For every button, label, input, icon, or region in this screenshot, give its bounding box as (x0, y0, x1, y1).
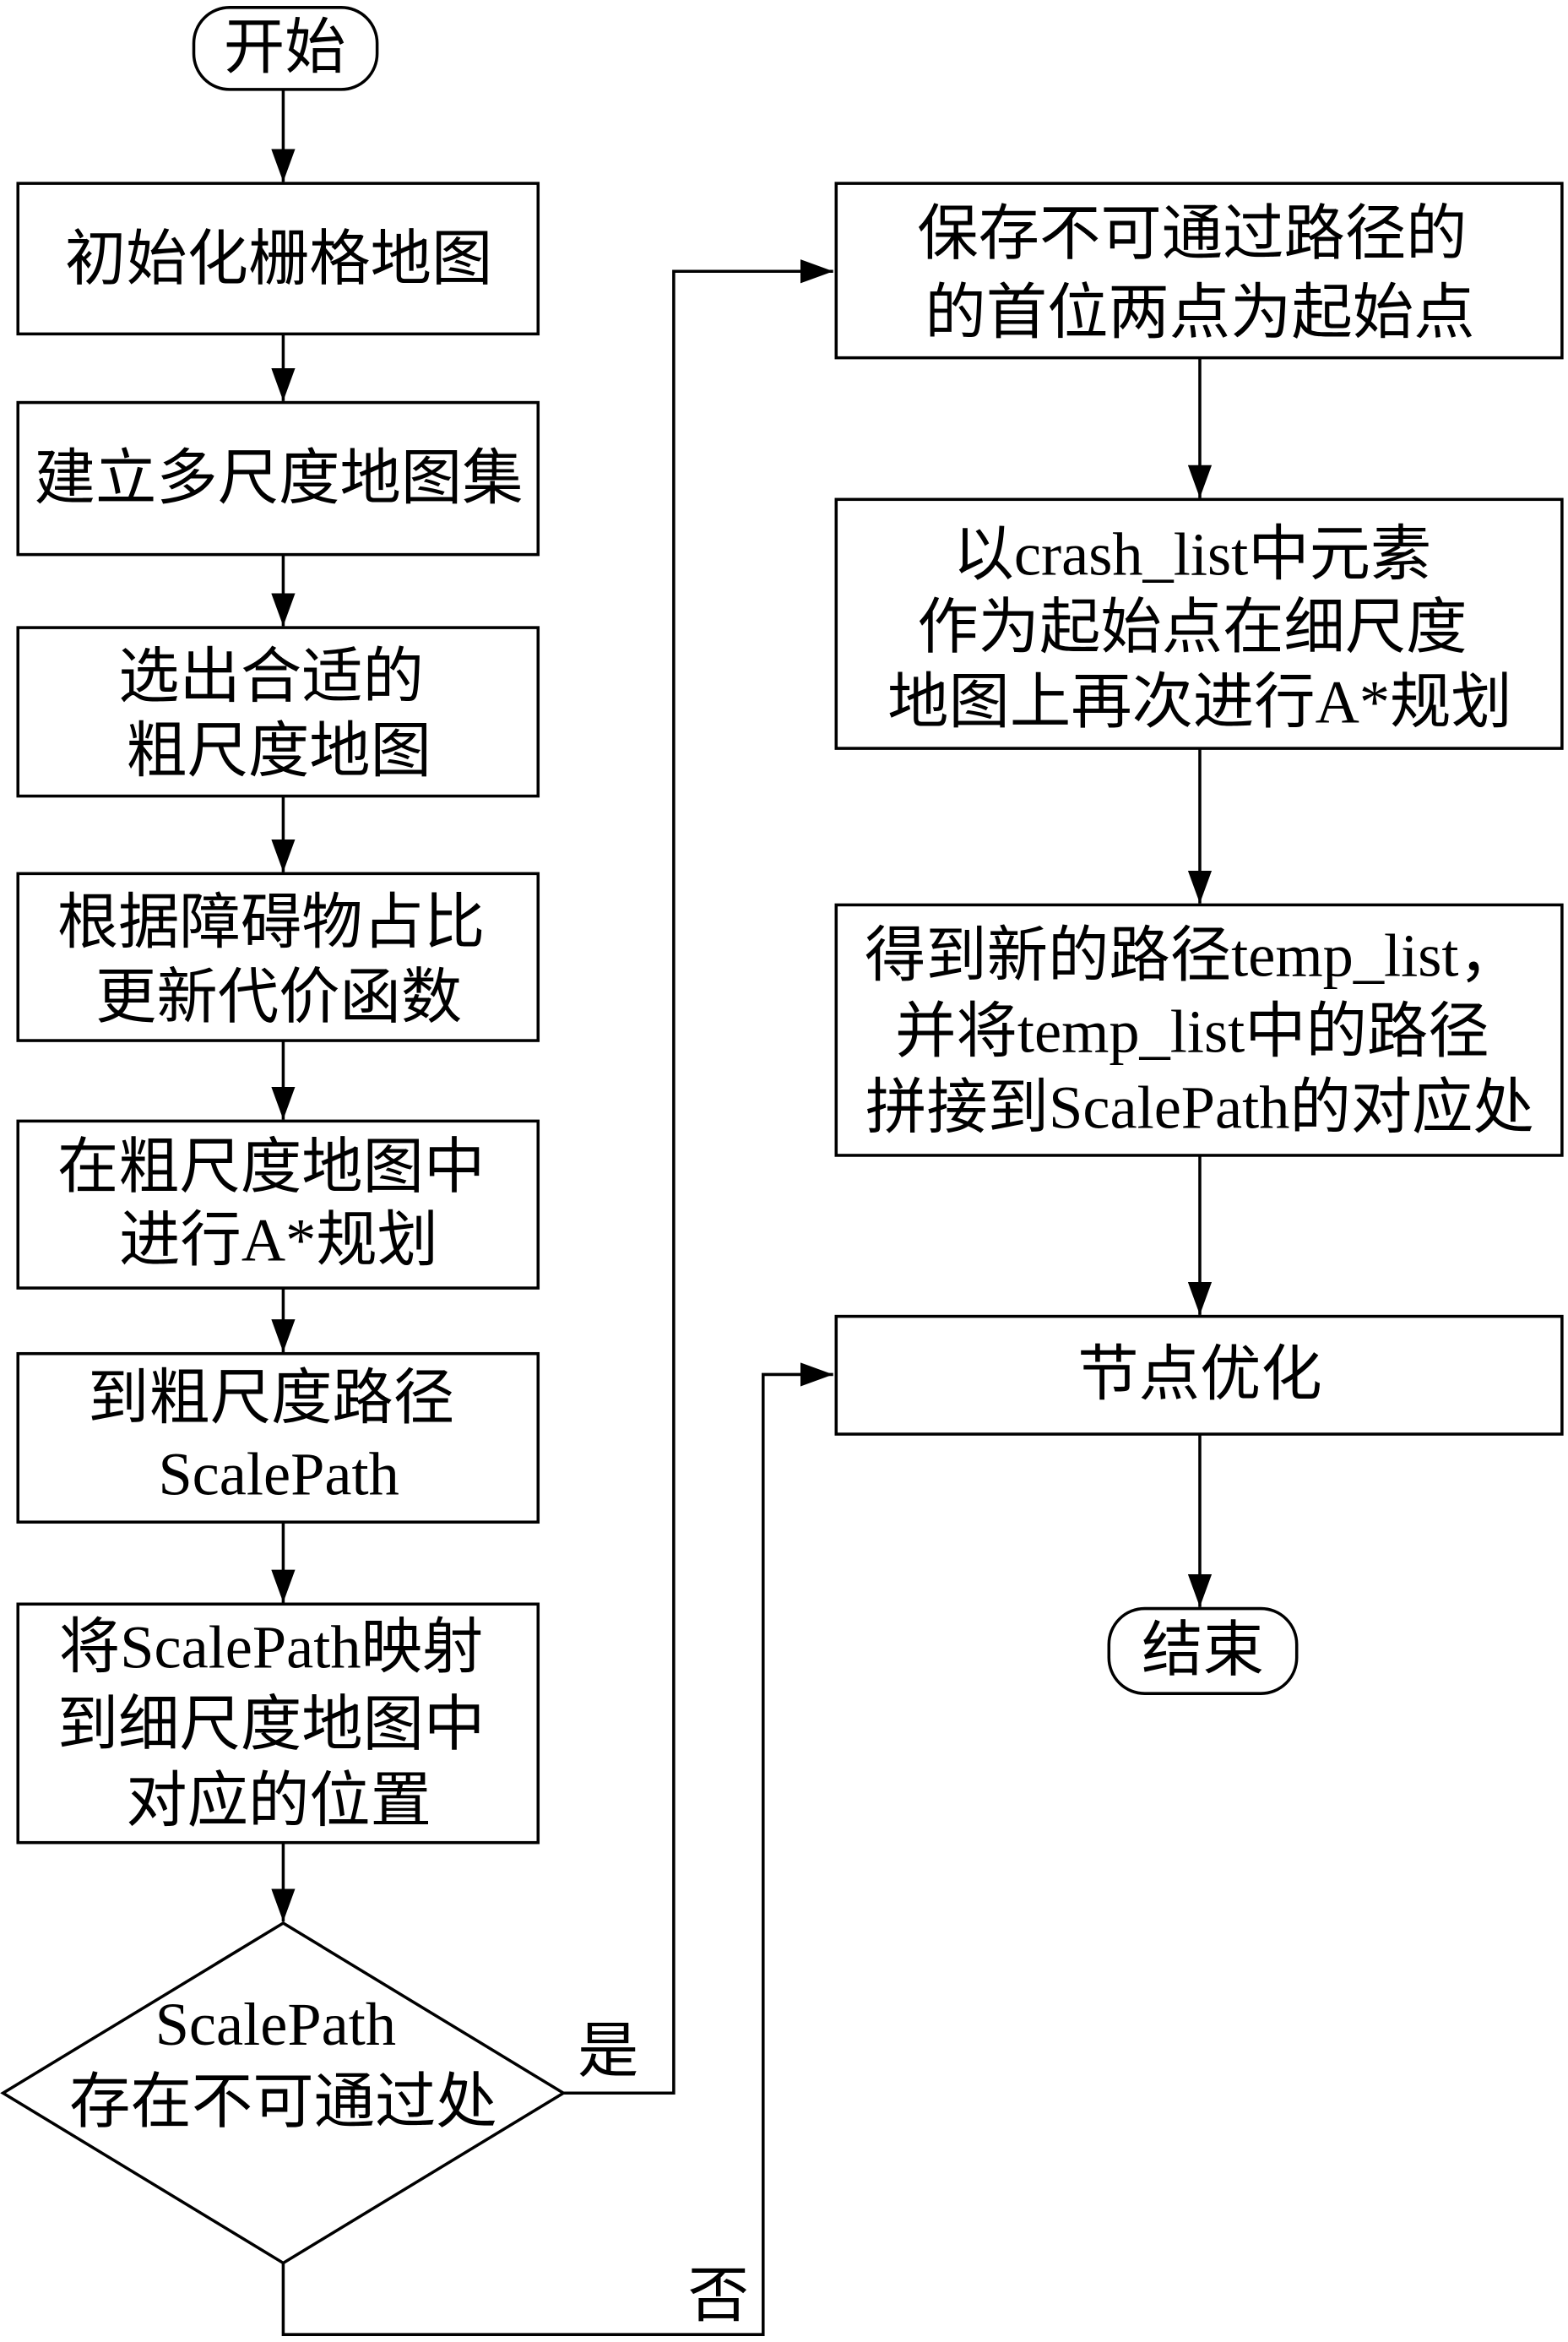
step-label-line: 进行A*规划 (119, 1207, 438, 1274)
step-label-line: 得到新的路径temp_list， (865, 921, 1520, 989)
yes-label: 是 (578, 2018, 638, 2085)
step-label: 根据障碍物占比 更新代价函数 (57, 889, 501, 1031)
step-save-endpoints: 保存不可通过路径的 的首位两点为起始点 (834, 182, 1564, 360)
step-label-line: 粗尺度地图 (126, 718, 431, 785)
step-label-line: 对应的位置 (126, 1767, 431, 1834)
step-node-optimization: 节点优化 (834, 1314, 1564, 1436)
step-label: 初始化栅格地图 (65, 226, 493, 293)
arrow-yes-branch (563, 259, 833, 2095)
step-label-line: 以crash_list中元素 (953, 521, 1432, 589)
arrow-no-branch (281, 1362, 833, 2336)
step-label-line: 保存不可通过路径的 (917, 200, 1467, 268)
decision-label: ScalePath 存在不可通过处 (69, 1991, 497, 2136)
step-fine-astar-replanning: 以crash_list中元素 作为起始点在细尺度 地图上再次进行A*规划 (834, 497, 1564, 750)
step-label-line: 到粗尺度路径 (88, 1365, 454, 1432)
yes-label-text: 是 (578, 2018, 638, 2085)
end-label-line: 结束 (1142, 1617, 1264, 1684)
step-label-line: 作为起始点在细尺度 (917, 594, 1467, 661)
start-label: 开始 (224, 14, 346, 81)
step-init-grid-map: 初始化栅格地图 (16, 182, 540, 336)
start-label-line: 开始 (224, 14, 346, 81)
end-label: 结束 (1142, 1617, 1264, 1684)
step-update-cost-function: 根据障碍物占比 更新代价函数 (16, 872, 540, 1042)
step-coarse-scalepath: 到粗尺度路径 ScalePath (16, 1351, 540, 1524)
step-label: 得到新的路径temp_list， 并将temp_list中的路径 拼接到Scal… (865, 921, 1535, 1141)
step-box (16, 400, 540, 557)
no-label: 否 (688, 2262, 749, 2329)
no-label-text: 否 (688, 2262, 749, 2329)
step-box (834, 497, 1564, 750)
step-label: 将ScalePath映射 到细尺度地图中 对应的位置 (57, 1613, 501, 1834)
step-label: 到粗尺度路径 ScalePath (88, 1365, 469, 1508)
step-label: 在粗尺度地图中 进行A*规划 (57, 1133, 501, 1274)
step-box (834, 1314, 1564, 1436)
step-select-coarse-map: 选出合适的 粗尺度地图 (16, 626, 540, 798)
step-label-line: 节点优化 (1077, 1340, 1321, 1408)
step-box (16, 1602, 540, 1845)
step-box (16, 1351, 540, 1524)
step-label: 保存不可通过路径的 的首位两点为起始点 (917, 200, 1482, 347)
end-terminator (1107, 1606, 1299, 1695)
step-splice-temp-list: 得到新的路径temp_list， 并将temp_list中的路径 拼接到Scal… (834, 903, 1564, 1157)
step-label-line: 在粗尺度地图中 (57, 1133, 486, 1201)
step-label-line: 根据障碍物占比 (57, 889, 486, 957)
step-label-line: 将ScalePath映射 (59, 1613, 483, 1681)
step-label-line: 建立多尺度地图集 (35, 445, 524, 513)
step-label-line: 的首位两点为起始点 (925, 280, 1474, 347)
step-label-line: 地图上再次进行A*规划 (887, 668, 1512, 736)
decision-impassable-check: ScalePath 存在不可通过处 (0, 1921, 567, 2265)
step-build-multiscale-maps: 建立多尺度地图集 (16, 400, 540, 557)
step-label-line: 到细尺度地图中 (57, 1691, 486, 1758)
end-node: 结束 (1107, 1606, 1299, 1695)
step-box (16, 1119, 540, 1290)
step-box (16, 182, 540, 336)
decision-label-line: 存在不可通过处 (69, 2068, 497, 2136)
step-label-line: ScalePath (158, 1441, 399, 1508)
decision-label-line: ScalePath (155, 1991, 396, 2058)
step-map-scalepath-to-fine: 将ScalePath映射 到细尺度地图中 对应的位置 (16, 1602, 540, 1845)
start-node: 开始 (192, 6, 379, 91)
step-box (16, 626, 540, 798)
step-label-line: 并将temp_list中的路径 (895, 997, 1489, 1065)
step-box (834, 182, 1564, 360)
step-label-line: 更新代价函数 (95, 964, 462, 1031)
step-box (16, 872, 540, 1042)
start-terminator (192, 6, 379, 91)
step-label: 节点优化 (1077, 1340, 1321, 1408)
step-coarse-astar-planning: 在粗尺度地图中 进行A*规划 (16, 1119, 540, 1290)
step-box (834, 903, 1564, 1157)
step-label: 以crash_list中元素 作为起始点在细尺度 地图上再次进行A*规划 (887, 521, 1512, 736)
step-label: 建立多尺度地图集 (35, 445, 524, 513)
step-label: 选出合适的 粗尺度地图 (118, 643, 439, 785)
step-label-line: 初始化栅格地图 (65, 226, 493, 293)
step-label-line: 拼接到ScalePath的对应处 (865, 1073, 1534, 1141)
step-label-line: 选出合适的 (118, 643, 424, 710)
